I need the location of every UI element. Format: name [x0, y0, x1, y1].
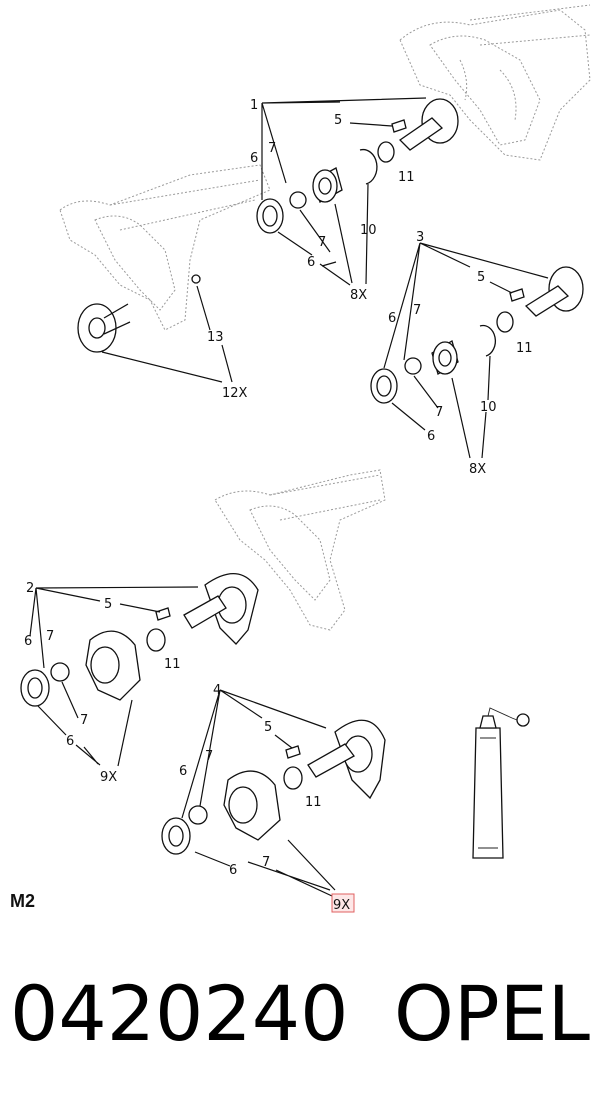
axle-housing-top-right: [399, 4, 591, 161]
label-9x-a: 9X: [100, 770, 117, 785]
group-1-assembly: [256, 97, 459, 286]
label-6-a: 6: [250, 151, 258, 166]
label-11-c: 11: [164, 657, 181, 672]
group-2-assembly: [20, 572, 259, 767]
label-7-d: 7: [435, 405, 443, 420]
ring-1: [377, 141, 395, 163]
group-3-assembly: [370, 242, 584, 459]
label-7-h: 7: [262, 855, 270, 870]
bolt-1: [391, 119, 407, 133]
nut-1: [289, 191, 307, 209]
label-9x-highlighted: 9X: [333, 898, 350, 913]
label-1: 1: [250, 98, 258, 113]
label-6-h: 6: [229, 863, 237, 878]
bolt-3: [509, 288, 525, 302]
nut-3: [404, 357, 422, 375]
label-11-b: 11: [516, 341, 533, 356]
label-5-c: 5: [104, 597, 112, 612]
nut-13: [191, 274, 201, 284]
label-11-d: 11: [305, 795, 322, 810]
label-11-a: 11: [398, 170, 415, 185]
label-6-b: 6: [307, 255, 315, 270]
ring-4: [283, 766, 303, 790]
nut-4: [188, 805, 208, 825]
label-7-f: 7: [80, 713, 88, 728]
bolt-4: [285, 745, 301, 759]
label-4: 4: [213, 683, 221, 698]
nut-2: [50, 662, 70, 682]
part-number: 0420240: [10, 969, 348, 1058]
ring-3: [496, 311, 514, 333]
label-7-c: 7: [413, 303, 421, 318]
label-6-e: 6: [24, 634, 32, 649]
label-6-f: 6: [66, 734, 74, 749]
group-12x-assembly: [77, 274, 233, 383]
ring-2: [146, 628, 166, 652]
label-3: 3: [416, 230, 424, 245]
label-5-b: 5: [477, 270, 485, 285]
label-2: 2: [26, 581, 34, 596]
label-5-a: 5: [334, 113, 342, 128]
label-12x: 12X: [222, 386, 248, 401]
label-7-b: 7: [318, 235, 326, 250]
label-6-g: 6: [179, 764, 187, 779]
label-8x-b: 8X: [469, 462, 486, 477]
circlip-3: [479, 324, 496, 357]
label-6-c: 6: [388, 311, 396, 326]
label-6-d: 6: [427, 429, 435, 444]
group-4-assembly: [161, 689, 386, 897]
label-10-a: 10: [360, 223, 377, 238]
bolt-2: [155, 607, 171, 621]
axle-housing-center: [214, 469, 386, 631]
section-code: M2: [10, 891, 35, 911]
label-7-a: 7: [268, 141, 276, 156]
highlight-box: [331, 893, 355, 913]
circlip-1: [359, 148, 378, 185]
label-10-b: 10: [480, 400, 497, 415]
grease-tube: [472, 707, 530, 859]
brand-name: OPEL: [394, 969, 590, 1058]
label-7-g: 7: [205, 749, 213, 764]
label-5-d: 5: [264, 720, 272, 735]
label-13: 13: [207, 330, 224, 345]
label-7-e: 7: [46, 629, 54, 644]
label-8x-a: 8X: [350, 288, 367, 303]
axle-housing-left: [59, 164, 271, 331]
